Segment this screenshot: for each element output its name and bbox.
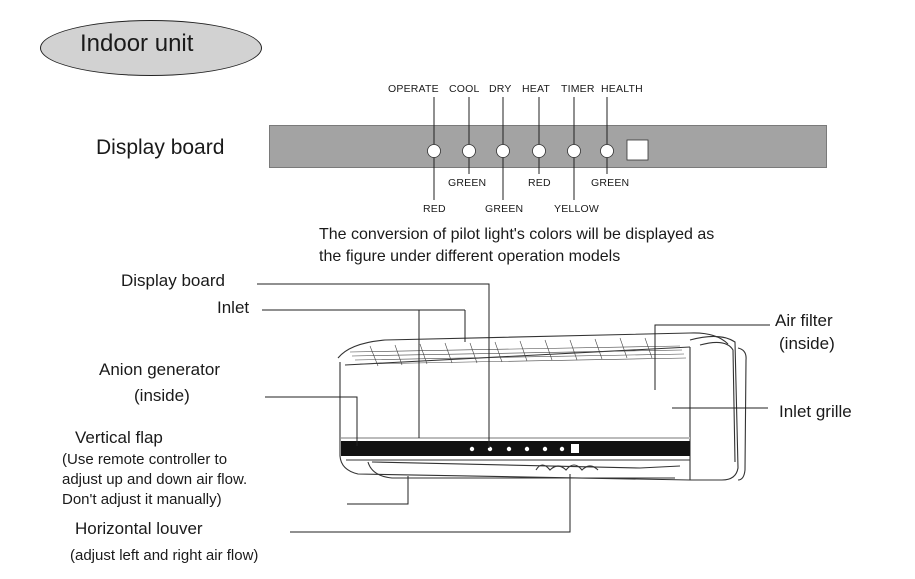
leader-horizontal-louver: [290, 474, 571, 533]
lamp-dry: [496, 144, 510, 158]
callout-vertical-flap-note-1: (Use remote controller to: [62, 451, 228, 468]
callout-vertical-flap-note-2: adjust up and down air flow.: [62, 471, 248, 488]
lamp-cool: [462, 144, 476, 158]
callout-display-board: Display board: [121, 271, 225, 290]
indicator-color-health: GREEN: [591, 177, 630, 189]
lamp-heat: [532, 144, 546, 158]
indicator-color-timer: YELLOW: [554, 203, 599, 215]
inlet-grid: [349, 337, 687, 367]
unit-side-rim: [737, 347, 747, 481]
leader-display-board: [257, 283, 490, 448]
callout-anion-generator-inside: (inside): [134, 386, 190, 405]
leader-anion-generator: [265, 396, 358, 446]
indicator-color-cool: GREEN: [448, 177, 487, 189]
display-board-label: Display board: [96, 136, 225, 159]
callout-air-filter: Air filter: [775, 311, 833, 330]
page-title: Indoor unit: [80, 30, 194, 57]
indicator-name-health: HEALTH: [601, 83, 643, 95]
display-board-panel: [269, 125, 827, 168]
callout-vertical-flap-note-3: Don't adjust it manually): [62, 491, 222, 508]
indicator-color-operate: RED: [423, 203, 446, 215]
louver-cavity-bottom: [367, 461, 675, 479]
indoor-unit-body: [337, 332, 747, 481]
unit-top-inner: [344, 346, 691, 366]
lamp-health: [600, 144, 614, 158]
callout-vertical-flap: Vertical flap: [75, 428, 163, 447]
callout-inlet: Inlet: [217, 298, 250, 317]
note-line-1: The conversion of pilot light's colors w…: [319, 226, 715, 243]
callout-air-filter-inside: (inside): [779, 334, 835, 353]
leader-air-filter: [654, 324, 770, 390]
callout-inlet-grille: Inlet grille: [779, 402, 852, 421]
lamp-operate: [427, 144, 441, 158]
unit-side-panel: [689, 335, 739, 481]
callout-horizontal-louver: Horizontal louver: [75, 519, 203, 538]
indicator-name-cool: COOL: [449, 83, 480, 95]
callout-anion-generator: Anion generator: [99, 360, 220, 379]
indicator-name-timer: TIMER: [561, 83, 595, 95]
louver-blade: [371, 461, 681, 469]
indicator-color-dry: GREEN: [485, 203, 524, 215]
title-oval: [40, 20, 262, 76]
note-line-2: the figure under different operation mod…: [319, 248, 621, 265]
callout-leaders: [257, 283, 770, 533]
unit-front-left: [339, 362, 691, 481]
display-board-lamps: [433, 97, 608, 200]
callout-horizontal-louver-note: (adjust left and right air flow): [70, 547, 259, 564]
unit-side-inner: [699, 341, 736, 463]
lamp-timer: [567, 144, 581, 158]
vertical-flap-blades: [535, 464, 599, 471]
receiver-window: [626, 139, 649, 161]
leader-vertical-flap: [347, 476, 409, 505]
unit-top-outline: [337, 332, 729, 359]
indicator-name-heat: HEAT: [522, 83, 551, 95]
indicator-name-operate: OPERATE: [388, 83, 439, 95]
indicator-name-dry: DRY: [489, 83, 512, 95]
unit-display-strip: [341, 441, 690, 456]
indicator-color-heat: RED: [528, 177, 551, 189]
